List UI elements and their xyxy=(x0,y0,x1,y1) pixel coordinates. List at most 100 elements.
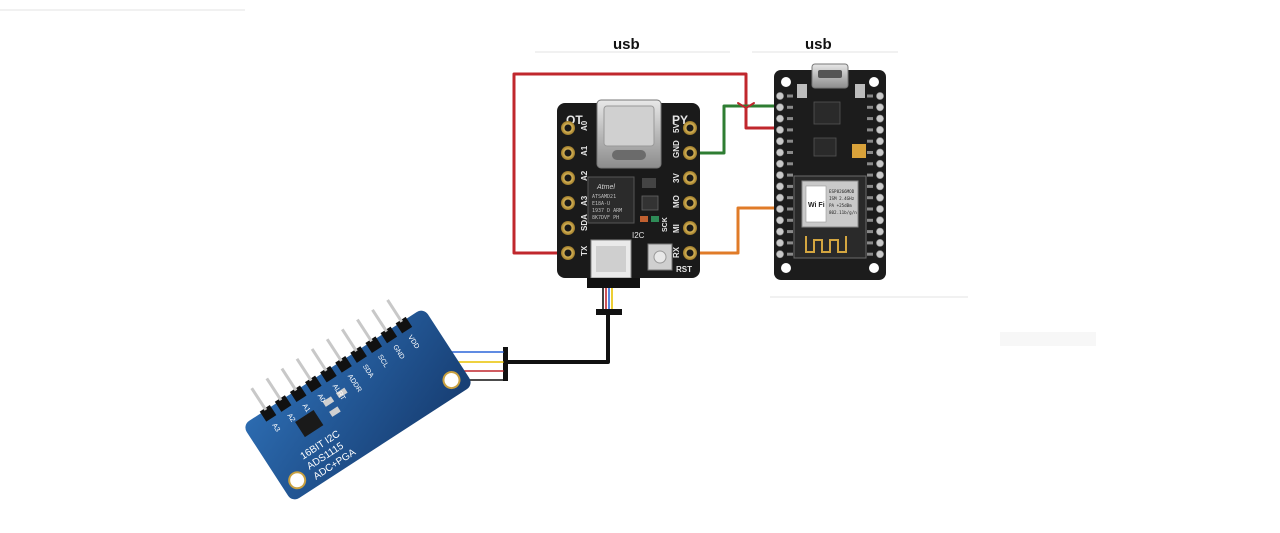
nodemcu-silk-mark xyxy=(867,117,873,121)
mounting-hole xyxy=(781,263,791,273)
qtpy-pin-label-left: TX xyxy=(580,245,589,256)
esp8266-module: Wi Fi ESP8266MOD ISM 2.4GHz PA +25dBm 80… xyxy=(793,175,867,259)
usb-label-qtpy: usb xyxy=(613,36,640,53)
nodemcu-silk-mark xyxy=(867,151,873,154)
qtpy-pad-right xyxy=(683,121,697,135)
qtpy-reset-button xyxy=(647,243,673,271)
nodemcu-silk-mark xyxy=(787,139,793,143)
nodemcu-silk-mark xyxy=(787,241,793,245)
wires xyxy=(429,72,780,381)
ads1115-header-pin xyxy=(341,328,358,352)
esp-module-line-1: ESP8266MOD xyxy=(829,189,855,194)
nodemcu-silk-mark xyxy=(787,117,793,121)
mounting-hole xyxy=(869,77,879,87)
ads1115-header-pin xyxy=(280,367,298,392)
qtpy-pin-label-left: SDA xyxy=(580,214,589,231)
qtpy-chip-line-1: ATSAMD21 xyxy=(592,194,616,200)
esp-module-line-4: 802.11b/g/n xyxy=(829,210,857,215)
ads1115-header-pin xyxy=(310,348,328,372)
nodemcu-pin xyxy=(776,159,784,168)
qtpy-pin-label-right: RX xyxy=(672,246,681,258)
nodemcu-silk-mark xyxy=(867,162,873,166)
esp-module-line-2: ISM 2.4GHz xyxy=(829,196,855,201)
background-artifacts xyxy=(0,9,1096,346)
qtpy-chip-line-2: E18A-U xyxy=(592,201,610,207)
nodemcu-silk-mark xyxy=(867,241,873,245)
ads1115-pin-label: A2 xyxy=(285,413,296,424)
qtpy-chip-line-4: 8K7DVF PH xyxy=(592,215,619,221)
nodemcu-silk-mark xyxy=(867,94,873,98)
qtpy-pin-label-right: MI xyxy=(672,224,681,233)
qtpy-component xyxy=(651,216,659,222)
nodemcu-pin xyxy=(776,148,784,157)
nodemcu-silk-mark xyxy=(867,105,873,109)
nodemcu-pin xyxy=(876,182,884,191)
micro-usb-connector-icon xyxy=(811,63,849,89)
ads1115-pcb xyxy=(245,310,471,500)
nodemcu-pin xyxy=(876,238,884,247)
qtpy-pin-label-right: MO xyxy=(672,195,681,208)
ads1115-header-pin xyxy=(265,377,283,402)
nodemcu-pin xyxy=(776,227,784,236)
qtpy-brand-right: PY xyxy=(672,113,688,127)
ads1115-component xyxy=(322,396,335,407)
ads1115-component xyxy=(329,406,341,417)
nodemcu-pin xyxy=(776,238,784,247)
qtpy-component xyxy=(641,195,659,211)
qtpy-pin-label-left: A0 xyxy=(580,120,589,131)
nodemcu-pin xyxy=(776,205,784,213)
stemma-thin-wires xyxy=(602,287,613,314)
qtpy-pad-right xyxy=(683,171,697,185)
mounting-hole xyxy=(869,263,879,273)
nodemcu-silk-mark xyxy=(787,105,793,109)
nodemcu-silk-mark xyxy=(867,128,873,132)
ads1115-header-pin xyxy=(325,338,343,362)
nodemcu-silk-mark xyxy=(787,173,793,177)
nodemcu-uart-chip xyxy=(813,101,841,125)
qtpy-chip-brand: Atmel xyxy=(596,184,615,191)
qtpy-pad-left xyxy=(561,246,575,260)
ads1115-pin-label: A1 xyxy=(301,403,312,414)
nodemcu-pin xyxy=(776,114,784,123)
qtpy-pad-left xyxy=(561,121,575,135)
qtpy-chip-line-3: 1937 D ARM xyxy=(592,208,622,214)
ads1115-pin-label: A0 xyxy=(316,393,327,404)
mounting-hole xyxy=(781,77,791,87)
nodemcu-silk-mark xyxy=(787,196,793,200)
wifi-icon: Wi Fi xyxy=(805,185,827,223)
nodemcu-pin xyxy=(776,92,784,100)
nodemcu-pin xyxy=(876,171,884,179)
nodemcu-silk-mark xyxy=(787,128,793,132)
qtpy-pad-right xyxy=(683,221,697,235)
nodemcu-button-rst xyxy=(855,84,865,98)
qtpy-pin-label-right: 3V xyxy=(672,173,681,183)
nodemcu-right-pins xyxy=(867,92,884,259)
nodemcu-pin xyxy=(776,137,784,146)
nodemcu-pin xyxy=(876,125,884,134)
qtpy-pin-label-left: A2 xyxy=(580,170,589,181)
wifi-logo-label: Wi Fi xyxy=(808,202,825,209)
ads1115-header-pin xyxy=(386,299,403,323)
qtpy-rst-label: RST xyxy=(676,265,692,274)
wire-orange-rx xyxy=(698,206,780,255)
nodemcu-silk-mark xyxy=(787,207,793,211)
nodemcu-silk-mark xyxy=(787,151,793,154)
nodemcu-board: Wi Fi ESP8266MOD ISM 2.4GHz PA +25dBm 80… xyxy=(774,63,886,280)
qtpy-pad-right xyxy=(683,146,697,160)
nodemcu-pin xyxy=(876,193,884,202)
qtpy-pad-right xyxy=(683,246,697,260)
ads1115-component xyxy=(335,387,348,399)
qtpy-pin-label-left: A3 xyxy=(580,195,589,206)
mounting-hole xyxy=(442,371,461,390)
nodemcu-pin xyxy=(776,216,784,225)
esp-antenna xyxy=(805,236,847,253)
nodemcu-silk-mark xyxy=(787,184,793,188)
nodemcu-silk-mark xyxy=(787,218,793,222)
nodemcu-pin xyxy=(876,250,884,259)
nodemcu-pin xyxy=(876,227,884,236)
nodemcu-silk-mark xyxy=(787,252,793,256)
nodemcu-capacitor xyxy=(852,144,866,158)
